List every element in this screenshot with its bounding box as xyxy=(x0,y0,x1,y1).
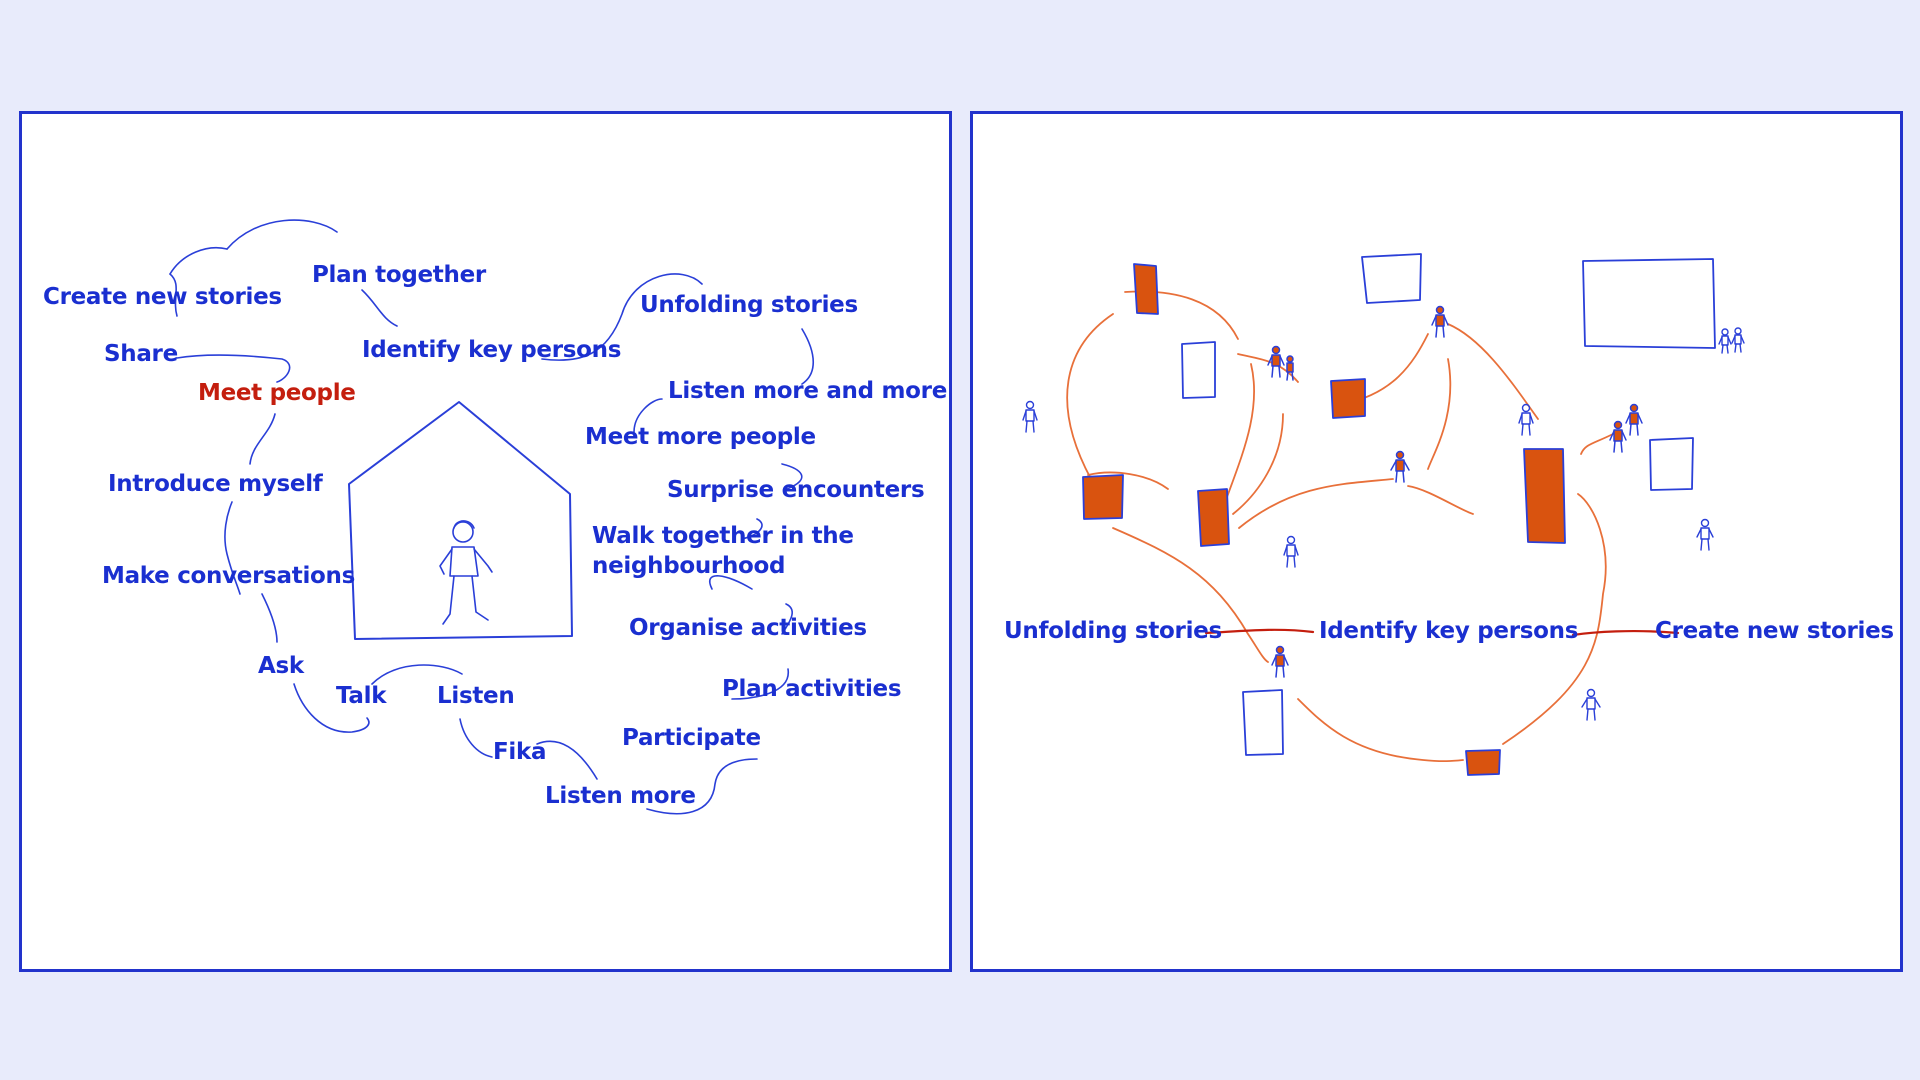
person-icon xyxy=(439,520,493,625)
step-unfolding-stories: Unfolding stories xyxy=(640,292,858,318)
building-icon xyxy=(1523,448,1566,544)
left-connectors xyxy=(169,219,814,815)
label-create-new-stories: Create new stories xyxy=(1655,618,1894,644)
step-talk: Talk xyxy=(336,683,387,709)
building-icon xyxy=(1465,749,1501,776)
right-map xyxy=(1022,253,1745,776)
connector-fika-listenmore xyxy=(536,740,598,780)
connector-unfolding-listen xyxy=(801,328,814,385)
person-icon xyxy=(1518,403,1534,436)
step-meet-more-people: Meet more people xyxy=(585,424,816,450)
connector-share-create xyxy=(169,273,178,317)
connector-meet-introduce xyxy=(249,413,276,465)
person-icon xyxy=(1267,345,1285,378)
step-listen-more: Listen more xyxy=(545,783,696,809)
left-panel: Create new stories Plan together Share I… xyxy=(19,111,952,972)
step-fika: Fika xyxy=(493,739,547,765)
house-icon xyxy=(348,401,573,640)
connector-ask-talk xyxy=(293,683,370,733)
building-icon xyxy=(1197,488,1230,547)
right-panel: Unfolding stories Identify key persons C… xyxy=(970,111,1903,972)
person-icon xyxy=(1718,328,1732,354)
connector-listen-meetmore xyxy=(633,398,663,433)
step-participate: Participate xyxy=(622,725,761,751)
connector-introduce-make xyxy=(224,501,241,595)
step-walk-together: Walk together in the neighbourhood xyxy=(592,523,854,579)
step-plan-activities: Plan activities xyxy=(722,676,902,702)
step-listen-more-and-more: Listen more and more xyxy=(668,378,947,404)
building-icon xyxy=(1330,378,1366,419)
step-create-new-stories: Create new stories xyxy=(43,284,282,310)
connector-surprise-walk xyxy=(741,518,763,540)
connector-participate-planact xyxy=(731,668,789,700)
label-connectors xyxy=(1204,628,1680,637)
person-icon xyxy=(1625,403,1643,436)
step-listen: Listen xyxy=(437,683,515,709)
connector-meetmore-surprise xyxy=(781,463,803,490)
step-identify-key-persons: Identify key persons xyxy=(362,337,622,363)
step-introduce-myself: Introduce myself xyxy=(108,471,323,497)
step-ask: Ask xyxy=(258,653,304,679)
connector-create-plan xyxy=(169,247,228,275)
person-icon xyxy=(1286,355,1294,381)
connector-make-ask xyxy=(261,593,278,643)
person-icon xyxy=(1431,305,1449,338)
building-icon xyxy=(1242,689,1284,756)
connector-organise-walk xyxy=(709,575,753,590)
step-organise-activities: Organise activities xyxy=(629,615,867,641)
person-icon xyxy=(1581,688,1601,721)
connector-plan-identify xyxy=(361,289,398,327)
connector-listen-fika xyxy=(459,718,493,758)
building-icon xyxy=(1649,437,1694,491)
label-identify-key-persons: Identify key persons xyxy=(1319,618,1579,644)
person-icon xyxy=(1609,420,1627,453)
person-icon xyxy=(1390,450,1410,483)
building-icon xyxy=(1361,253,1422,304)
building-icon xyxy=(1082,474,1124,520)
connector-planact-organise xyxy=(781,603,794,635)
step-meet-people: Meet people xyxy=(198,380,356,406)
building-icon xyxy=(1181,341,1216,399)
connector-talk-listen xyxy=(371,664,463,685)
step-make-conversations: Make conversations xyxy=(102,563,355,589)
connector-listenmore-participate xyxy=(646,758,758,815)
connector-identify-unfolding xyxy=(541,273,703,361)
connector-share-meet xyxy=(176,354,291,383)
step-share: Share xyxy=(104,341,178,367)
person-icon xyxy=(1731,327,1745,353)
label-unfolding-stories: Unfolding stories xyxy=(1004,618,1222,644)
step-plan-together: Plan together xyxy=(312,262,486,288)
step-surprise-encounters: Surprise encounters xyxy=(667,477,925,503)
connector-plan-top xyxy=(226,219,338,250)
building-icon xyxy=(1133,263,1159,315)
person-icon xyxy=(1696,518,1714,551)
building-icon xyxy=(1582,258,1716,349)
person-icon xyxy=(1271,645,1289,678)
person-icon xyxy=(1283,535,1299,568)
person-icon xyxy=(1022,400,1038,433)
